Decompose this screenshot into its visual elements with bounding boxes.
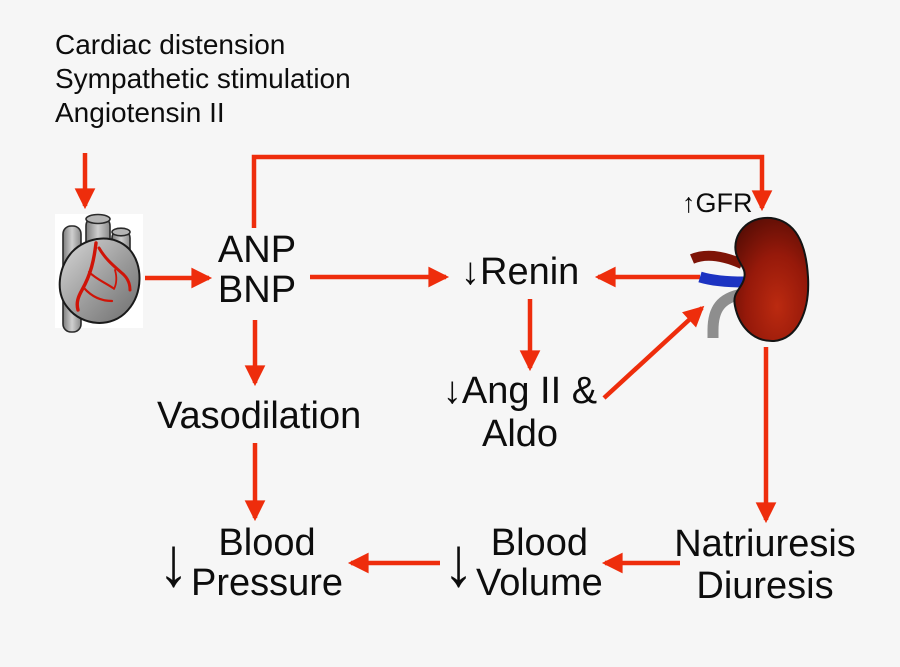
node-renin: ↓Renin (461, 251, 580, 293)
diuresis-line: Diuresis (696, 565, 834, 607)
anp-line: ANP (217, 229, 297, 271)
down-arrow-icon: ↓ (158, 523, 189, 602)
stimuli-list: Cardiac distension Sympathetic stimulati… (55, 28, 351, 130)
node-anp-bnp: ANP BNP (210, 230, 304, 310)
node-vasodilation: Vasodilation (157, 395, 362, 437)
arrow-angaldo-to-kidney (602, 305, 705, 400)
aldo-line: Aldo (481, 413, 559, 455)
natriuresis-line: Natriuresis (674, 523, 856, 565)
stimuli-line-3: Angiotensin II (55, 97, 225, 128)
heart-icon (55, 213, 143, 333)
blood-pressure-line-2: Pressure (191, 562, 344, 604)
arrow-anp-to-kidney-feedback (251, 154, 773, 228)
node-ang-aldo: ↓Ang II & Aldo (440, 370, 600, 456)
node-blood-volume: ↓ Blood Volume (443, 523, 603, 603)
stimuli-line-2: Sympathetic stimulation (55, 63, 351, 94)
gfr-label: ↑GFR (682, 188, 753, 218)
down-arrow-icon: ↓ (443, 523, 474, 602)
bnp-line: BNP (217, 269, 297, 311)
stimuli-line-1: Cardiac distension (55, 29, 286, 60)
ang-line: ↓Ang II & (442, 370, 598, 412)
blood-pressure-line-1: Blood (218, 522, 316, 564)
blood-volume-line-1: Blood (490, 522, 588, 564)
node-blood-pressure: ↓ Blood Pressure (158, 523, 343, 603)
blood-volume-line-2: Volume (476, 562, 603, 604)
kidney-icon (690, 216, 810, 343)
node-natriuresis: Natriuresis Diuresis (670, 523, 860, 607)
